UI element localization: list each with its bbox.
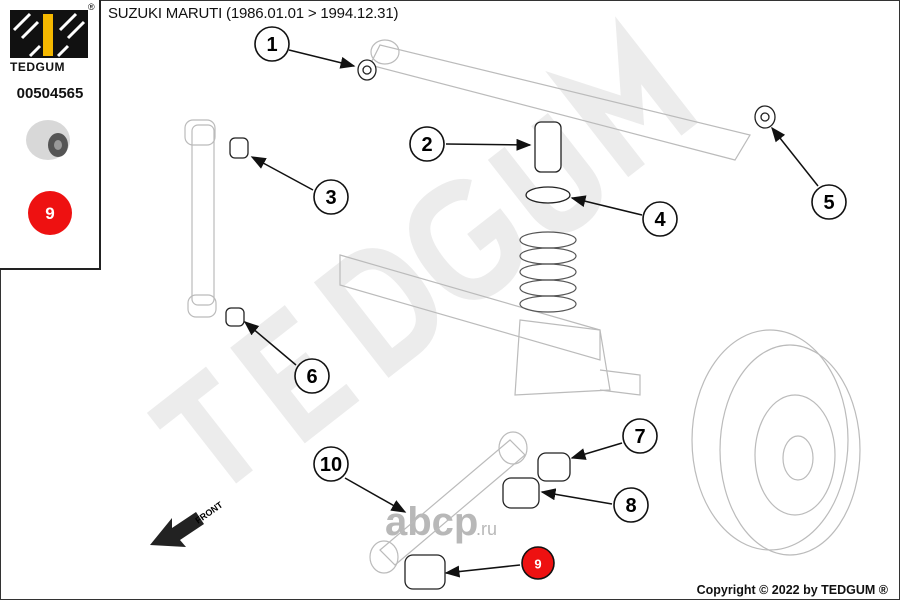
callout-label: 9: [534, 557, 541, 572]
callout-circle: [313, 446, 349, 482]
parts: [225, 59, 776, 590]
callout-circle: [622, 418, 658, 454]
callout-label: 6: [306, 366, 317, 388]
callout-circle: [811, 184, 847, 220]
callout-circle: [294, 358, 330, 394]
callout-2[interactable]: 2: [409, 126, 445, 162]
callout-label: 10: [320, 454, 342, 476]
bump-stop-2: [534, 121, 562, 173]
highlight-badge: [28, 191, 72, 235]
watermark-tedgum: [146, 16, 699, 484]
copyright: Copyright © 2022 by TEDGUM ®: [696, 583, 888, 597]
callout-10[interactable]: 10: [313, 446, 349, 482]
brand-name: TEDGUM: [10, 60, 65, 74]
bushing-3: [229, 137, 249, 159]
callout-circle: [409, 126, 445, 162]
callout-label: 3: [325, 187, 336, 209]
callout-5[interactable]: 5: [811, 184, 847, 220]
faint-suspension-parts: [184, 39, 861, 574]
watermark-abcp: abcp .ru: [385, 500, 497, 544]
bushing-8: [502, 477, 540, 509]
front-direction-indicator: FRONT: [150, 499, 225, 547]
callout-6[interactable]: 6: [294, 358, 330, 394]
leader-arrows: [243, 49, 819, 578]
part-info-panel: 9 ® TEDGUM 00504565: [0, 0, 101, 270]
callout-circle: [313, 179, 349, 215]
page-title: SUZUKI MARUTI (1986.01.01 > 1994.12.31): [108, 5, 399, 22]
callout-label: 8: [625, 495, 636, 517]
callout-circle: [642, 201, 678, 237]
callout-7[interactable]: 7: [622, 418, 658, 454]
bushing-9: [404, 554, 446, 590]
callout-label: 1: [266, 34, 277, 56]
callout-4[interactable]: 4: [642, 201, 678, 237]
callout-label: 2: [421, 134, 432, 156]
bushing-6: [225, 307, 245, 327]
callout-circle: [254, 26, 290, 62]
svg-text:.ru: .ru: [476, 519, 497, 539]
callout-label: 7: [634, 426, 645, 448]
bushing-7: [537, 452, 571, 482]
callout-3[interactable]: 3: [313, 179, 349, 215]
part-number: 00504565: [16, 85, 84, 102]
coil-spring: [519, 231, 577, 313]
callout-label: 4: [654, 209, 666, 231]
spring-seat-4: [525, 186, 571, 204]
tedgum-logo: 9: [10, 10, 88, 235]
registered-mark: ®: [88, 2, 95, 12]
callout-circle: [613, 487, 649, 523]
callout-circle: [521, 546, 555, 580]
callout-1[interactable]: 1: [254, 26, 290, 62]
svg-text:9: 9: [45, 204, 54, 223]
svg-text:FRONT: FRONT: [193, 499, 225, 525]
callout-label: 5: [823, 192, 834, 214]
callout-8[interactable]: 8: [613, 487, 649, 523]
callout-9[interactable]: 9: [521, 546, 555, 580]
